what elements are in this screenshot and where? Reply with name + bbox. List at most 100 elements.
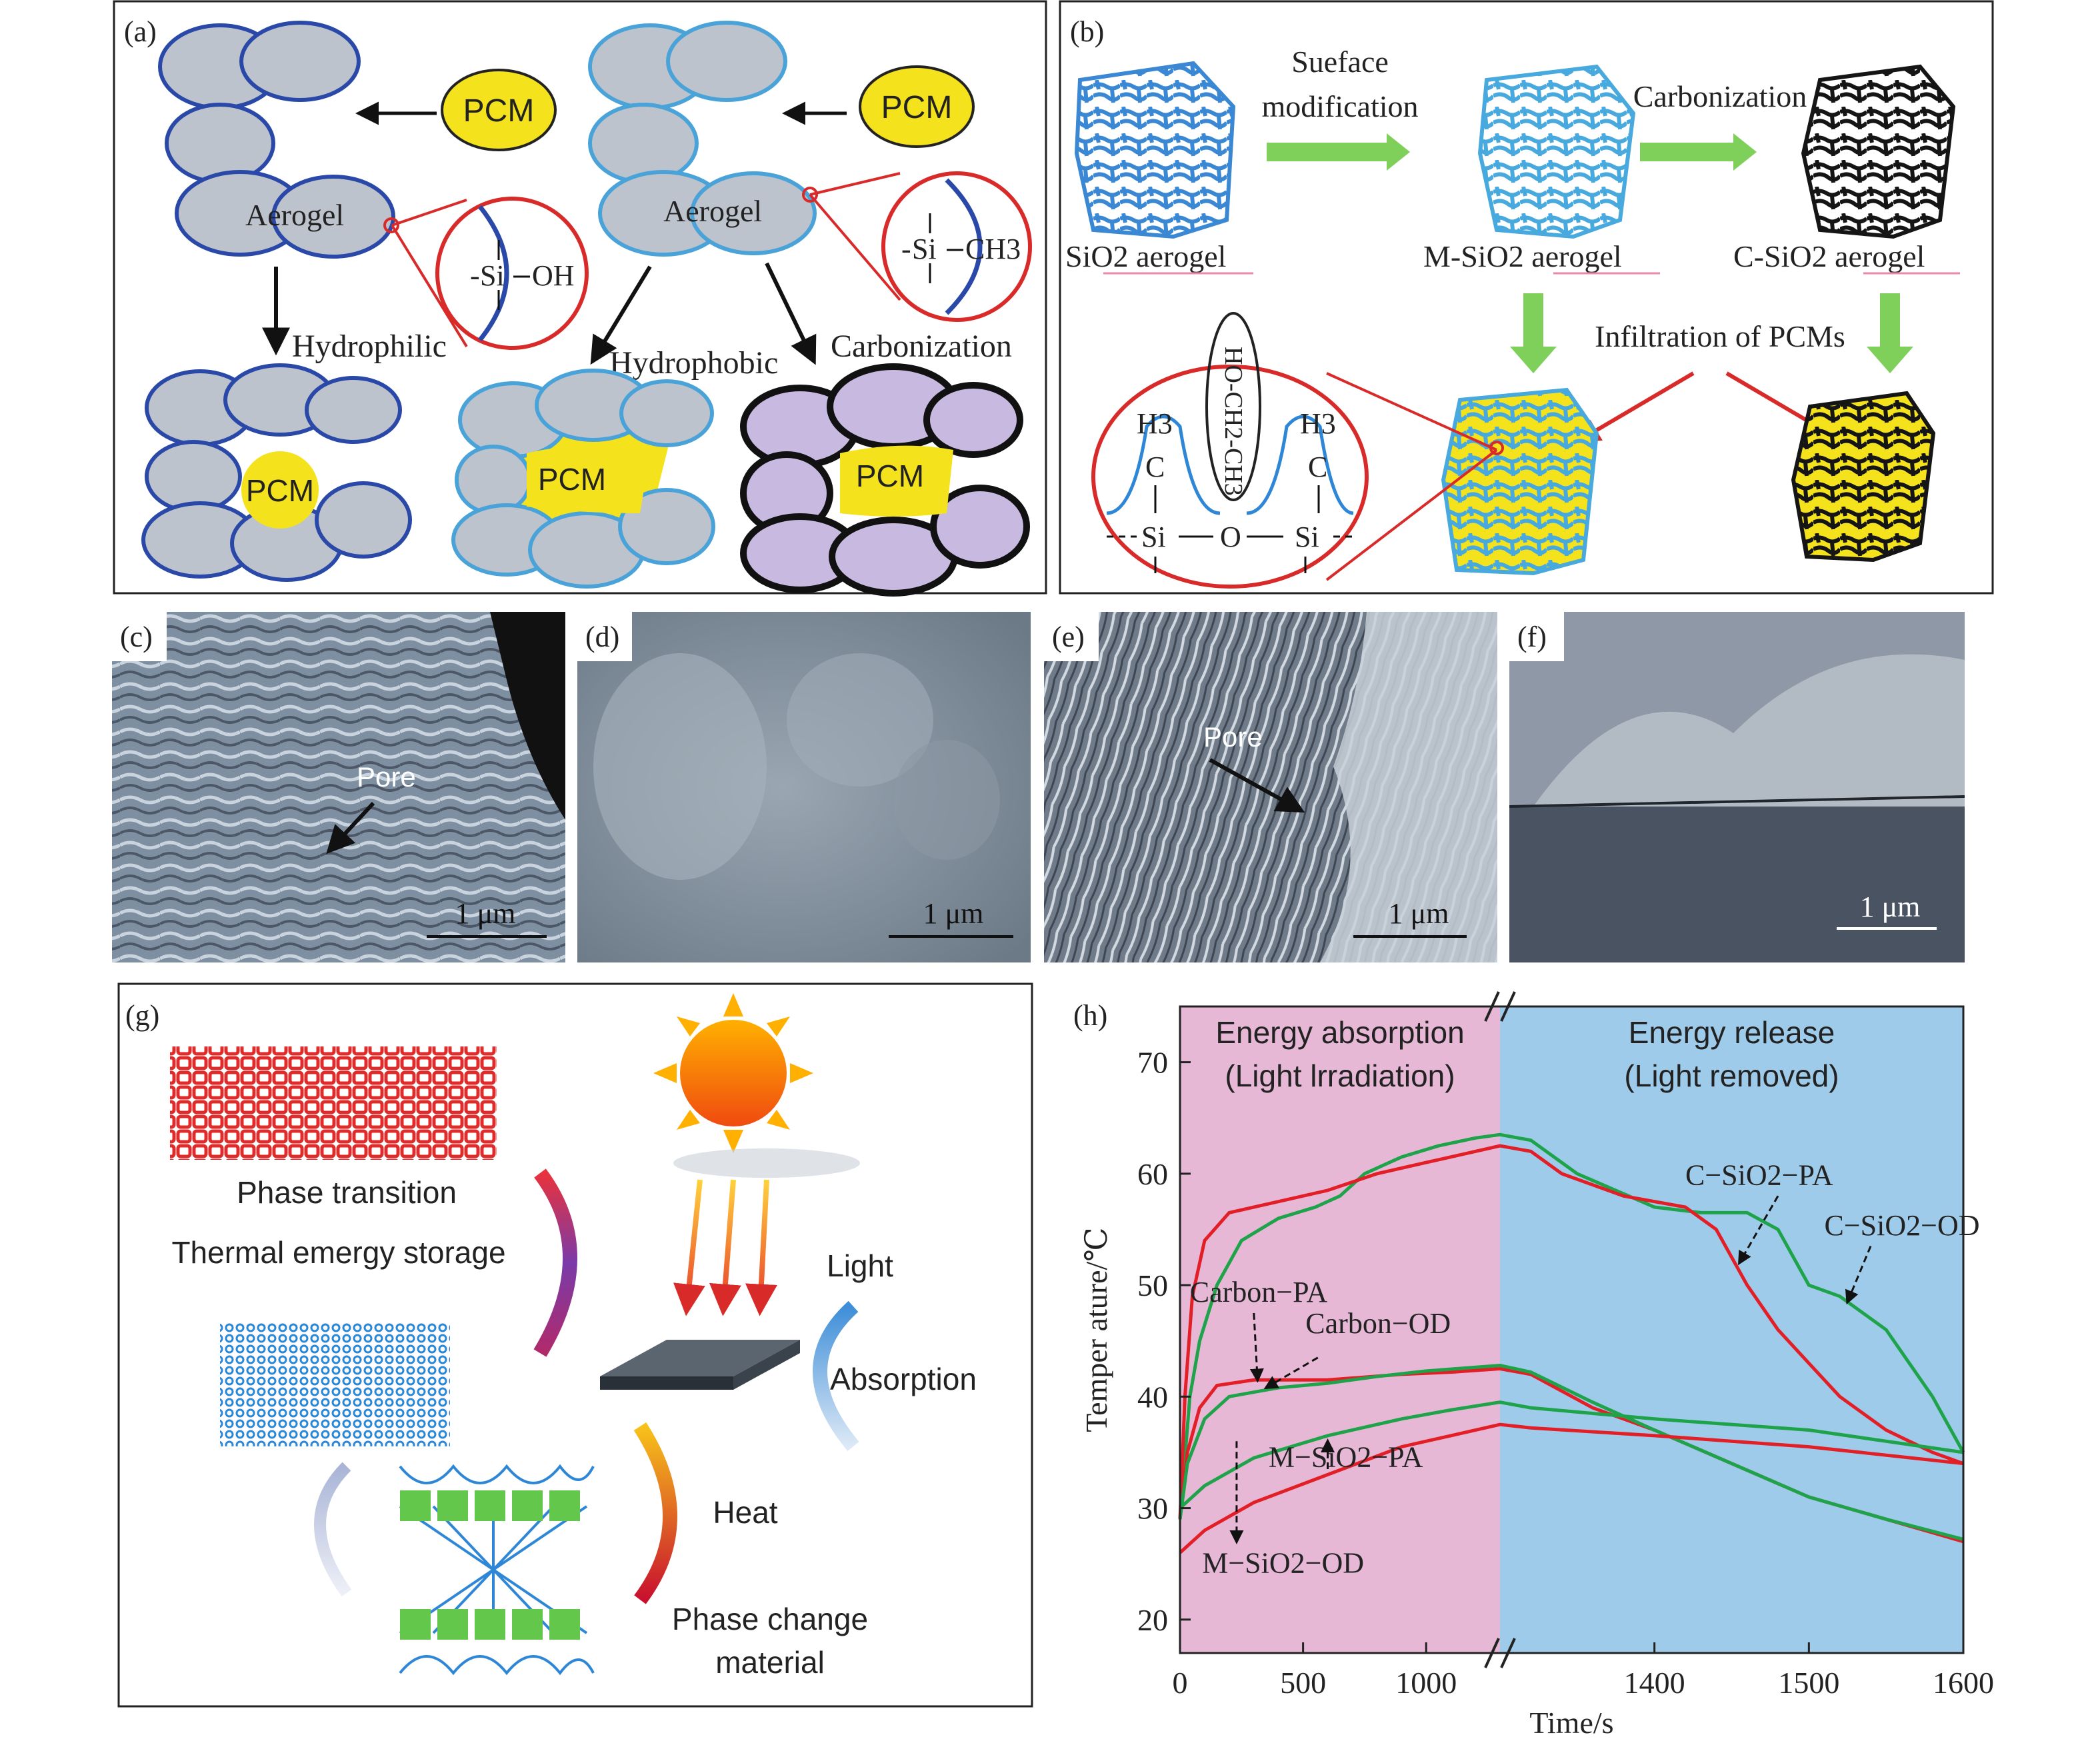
y-tick-label-40: 40 <box>1137 1380 1168 1414</box>
y-tick-label-50: 50 <box>1137 1268 1168 1302</box>
oxygen-label: O <box>1220 521 1241 553</box>
arrow-carbonization-b <box>1640 133 1757 171</box>
panel-f: (f) 1 μm <box>1509 612 1965 962</box>
panel-a-label: (a) <box>124 15 157 48</box>
hydrophobic-label: Hydrophobic <box>609 345 778 381</box>
arc-heat <box>633 1422 677 1604</box>
composite-plate <box>600 1340 800 1390</box>
y-tick-label-60: 60 <box>1137 1157 1168 1191</box>
thermal-storage-label: Thermal emergy storage <box>171 1235 505 1270</box>
lattice-structure <box>220 1323 450 1446</box>
pore-label-e: Pore <box>1203 721 1263 753</box>
arrow-infiltration-right <box>1867 293 1913 373</box>
carbonization-label-b: Carbonization <box>1633 79 1807 113</box>
sio2-aerogel-label: SiO2 aerogel <box>1065 239 1226 273</box>
aerogel-hydrophobic-top <box>588 21 817 257</box>
infiltration-label: Infiltration of PCMs <box>1595 319 1845 353</box>
axis-break-bottom-1 <box>1484 1638 1500 1668</box>
chart-axes <box>1179 991 1965 1668</box>
si-label-left: - <box>470 259 480 292</box>
scale-c: 1 μm <box>455 897 516 930</box>
zoom-ellipse-chemistry <box>1091 365 1369 589</box>
panel-e: (e) Pore 1 μm <box>1044 612 1497 962</box>
arrow-surface-mod <box>1267 133 1410 171</box>
x-tick-label-1000: 1000 <box>1395 1666 1457 1700</box>
axis-break-bottom-2 <box>1500 1638 1516 1668</box>
pcm-label-b1: PCM <box>246 473 314 508</box>
silicon-label-right: Si <box>912 233 937 265</box>
pcm-bubble-left <box>441 69 557 151</box>
x-tick-label-1400: 1400 <box>1624 1666 1685 1700</box>
phase-transition-mesh <box>170 1046 497 1160</box>
methyl-label: CH3 <box>965 233 1021 265</box>
sun-icon <box>653 993 860 1178</box>
heat-label: Heat <box>713 1495 777 1530</box>
c-sio2-aerogel-label: C-SiO2 aerogel <box>1733 239 1925 273</box>
aerogel-carbonized-bottom <box>740 363 1030 597</box>
panel-d: (d) 1 μm <box>577 612 1031 962</box>
m-sio2-pcm-block <box>1441 387 1599 576</box>
series-label-c-sio2-pa: C−SiO2−PA <box>1685 1159 1833 1192</box>
x-tick-label-500: 500 <box>1280 1666 1326 1700</box>
si-bottom-left: Si <box>1141 521 1166 553</box>
zoom-circle-hydroxyl <box>435 197 589 350</box>
arc-phase-transition <box>533 1168 577 1357</box>
panel-e-label: (e) <box>1052 621 1085 653</box>
arrow-hydrophobic <box>590 265 652 365</box>
series-label-m-sio2-od: M−SiO2−OD <box>1202 1547 1364 1580</box>
chart-curves <box>1178 1132 1965 1554</box>
phase-transition-label: Phase transition <box>237 1175 457 1210</box>
axis-break-top-2 <box>1500 991 1516 1022</box>
series-label-c-sio2-od: C−SiO2−OD <box>1825 1209 1980 1242</box>
plot-frame <box>1179 1005 1965 1654</box>
sio2-aerogel-block <box>1074 61 1236 239</box>
panel-h-label: (h) <box>1073 999 1107 1032</box>
m-sio2-aerogel-label: M-SiO2 aerogel <box>1423 239 1622 273</box>
phase-change-line2: material <box>715 1645 825 1680</box>
arc-storage <box>314 1462 352 1597</box>
c-sio2-pcm-block <box>1791 391 1936 563</box>
x-tick-label-1600: 1600 <box>1933 1666 1994 1700</box>
pointer-0 <box>1737 1195 1779 1266</box>
y-tick-label-20: 20 <box>1137 1603 1168 1637</box>
m-sio2-aerogel-block <box>1477 64 1636 239</box>
panel-d-label: (d) <box>585 621 619 653</box>
series-label-carbon-pa: Carbon−PA <box>1190 1276 1328 1308</box>
aerogel-hydrophobic-bottom <box>451 369 715 589</box>
curve-0 <box>1178 1132 1965 1520</box>
pcm-label-b3: PCM <box>856 459 924 493</box>
region-release-note: (Light removed) <box>1624 1058 1839 1093</box>
h3-right: H3 <box>1300 407 1336 440</box>
pcm-bubble-right <box>859 65 975 148</box>
x-tick-label-0: 0 <box>1173 1666 1188 1700</box>
panel-b: (b) SiO2 aerogel Sueface modification M-… <box>1059 0 1994 595</box>
region-absorb-name: Energy absorption <box>1215 1015 1464 1050</box>
chain-formula: HO-CH2-CH3 <box>1219 347 1247 496</box>
silicon-label-left: Si <box>480 259 505 292</box>
panel-g: (g) Phase transition Thermal emergy stor… <box>117 982 1033 1708</box>
surface-mod-line1: Sueface <box>1291 45 1389 79</box>
aerogel-hydrophilic-top <box>158 21 395 259</box>
panel-g-label: (g) <box>125 999 159 1032</box>
svg-text:-: - <box>901 233 911 265</box>
aerogel-label-left: Aerogel <box>245 198 344 232</box>
curve-1 <box>1178 1144 1964 1520</box>
pcm-label-right: PCM <box>881 90 953 125</box>
crosslinked-structure <box>399 1464 595 1676</box>
series-pointers <box>1229 1195 1872 1544</box>
scale-f: 1 μm <box>1860 890 1921 923</box>
x-tick-label-1500: 1500 <box>1778 1666 1839 1700</box>
series-label-m-sio2-pa: M−SiO2−PA <box>1269 1441 1423 1474</box>
si-bottom-right: Si <box>1295 521 1319 553</box>
hydrophilic-label: Hydrophilic <box>292 329 447 364</box>
arrow-infiltration-left <box>1510 293 1557 373</box>
panel-f-label: (f) <box>1517 621 1547 653</box>
curve-3 <box>1178 1363 1964 1541</box>
panel-c: (c) Pore 1 μm <box>112 612 565 962</box>
pore-label-c: Pore <box>357 761 416 793</box>
absorption-label: Absorption <box>830 1362 977 1396</box>
light-label: Light <box>827 1248 893 1283</box>
